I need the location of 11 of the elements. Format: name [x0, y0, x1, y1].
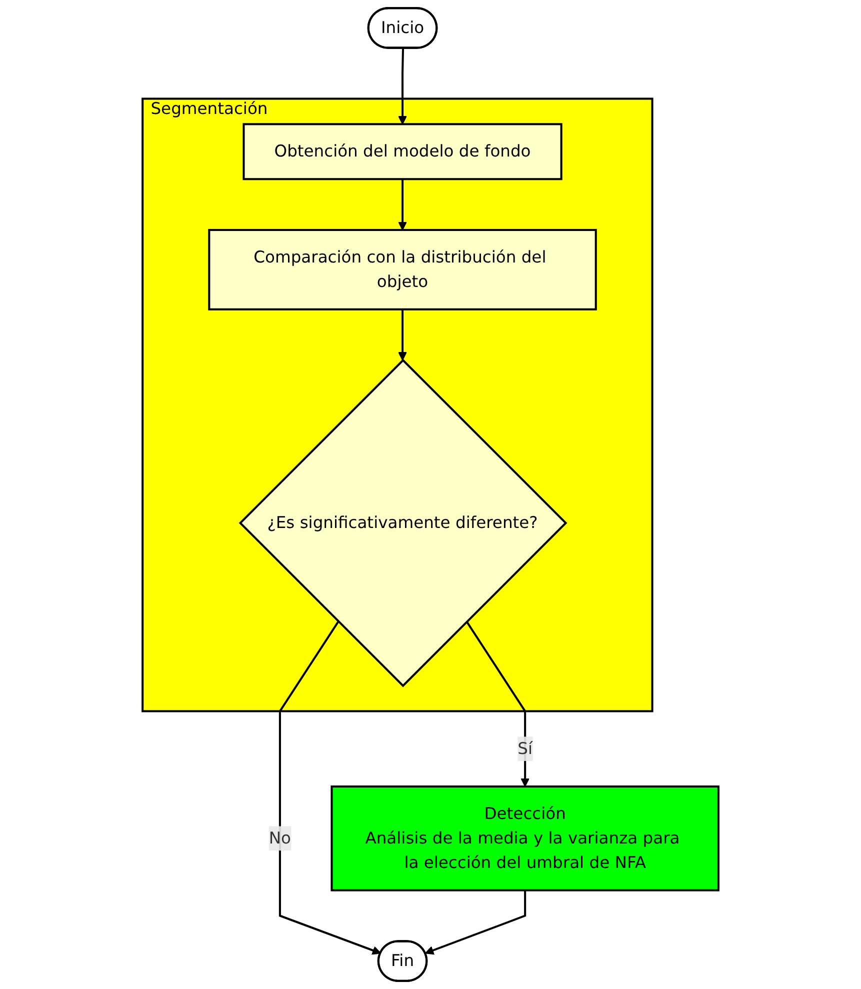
- arrow: [424, 890, 526, 955]
- node-box: Comparación con la distribución del objeto: [208, 228, 597, 310]
- arrow: [398, 309, 407, 361]
- arrow: [398, 48, 407, 125]
- arrow: [398, 179, 407, 230]
- node-box: Detección Análisis de la media y la varianza para la elección del umbral de NFA: [330, 785, 720, 892]
- node-box: Obtención del modelo de fondo: [242, 123, 562, 180]
- edge-label: No: [268, 828, 292, 848]
- node-diamond: ¿Es significativamente diferente?: [238, 358, 568, 688]
- arrow: [278, 621, 382, 955]
- edge-label: Sí: [518, 738, 533, 758]
